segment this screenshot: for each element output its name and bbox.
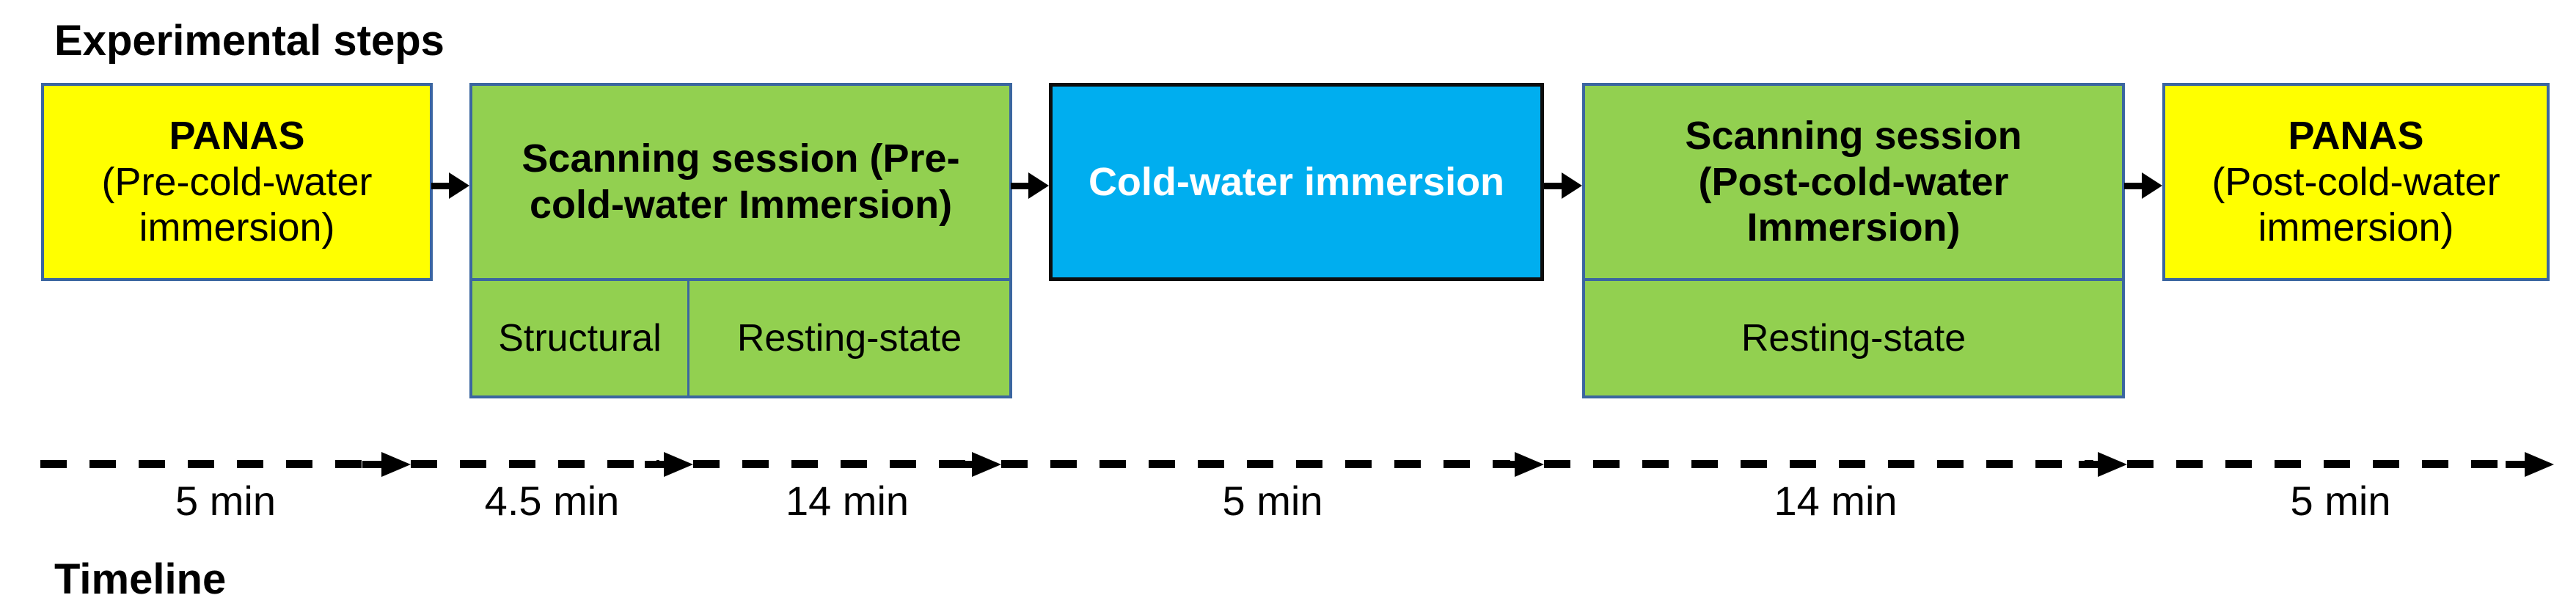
step-subtitle: (Post-cold-water immersion) xyxy=(2211,159,2500,250)
duration-label: 14 min xyxy=(785,478,910,524)
timeline-dashed-line xyxy=(693,460,967,468)
timeline-arrowhead-icon xyxy=(381,452,411,477)
timeline-segment xyxy=(2127,452,2554,477)
duration-label: 14 min xyxy=(1774,478,1898,524)
arrow-shaft xyxy=(431,183,452,189)
figure-title: Experimental steps xyxy=(54,17,444,65)
timeline-dashed-line xyxy=(2127,460,2520,468)
timeline-arrow-shaft xyxy=(645,461,667,468)
arrow-head xyxy=(1028,172,1049,199)
timeline-axis xyxy=(40,452,2554,477)
timeline-dashed-line xyxy=(411,460,659,468)
timeline-segment xyxy=(693,452,1001,477)
sub-box-resting-state: Resting-state xyxy=(736,317,962,360)
timeline-arrowhead-icon xyxy=(2525,452,2554,477)
step-box-scanning-post: Scanning session (Post-cold-water Immers… xyxy=(1582,83,2125,281)
scanning-pre-sub-boxes: Structural Resting-state xyxy=(469,278,1012,398)
sub-box-structural: Structural xyxy=(472,281,689,395)
arrow-head xyxy=(1562,172,1582,199)
step-title: PANAS xyxy=(2288,114,2424,158)
timeline-dashed-line xyxy=(40,460,377,468)
step-subtitle: (Pre-cold-water immersion) xyxy=(101,159,373,250)
timeline-dashed-line xyxy=(1001,460,1510,468)
step-box-panas-pre: PANAS (Pre-cold-water immersion) xyxy=(41,83,433,281)
arrow-head xyxy=(449,172,469,199)
sub-box-resting-state: Resting-state xyxy=(1741,317,1966,360)
duration-label: 4.5 min xyxy=(484,478,620,524)
duration-label: 5 min xyxy=(1222,478,1323,524)
step-title: Cold-water immersion xyxy=(1088,159,1505,204)
timeline-caption: Timeline xyxy=(54,555,227,603)
flow-arrow-icon xyxy=(2124,172,2162,199)
timeline-arrowhead-icon xyxy=(972,452,1001,477)
timeline-dashed-line xyxy=(1544,460,2093,468)
arrow-shaft xyxy=(1544,183,1565,189)
timeline-arrow-shaft xyxy=(2506,461,2528,468)
timeline-arrowhead-icon xyxy=(2098,452,2127,477)
step-box-panas-post: PANAS (Post-cold-water immersion) xyxy=(2162,83,2550,281)
timeline-arrow-shaft xyxy=(1496,461,1518,468)
arrow-shaft xyxy=(2124,183,2145,189)
flow-arrow-icon xyxy=(1011,172,1049,199)
timeline-segment xyxy=(1001,452,1544,477)
step-title: Scanning session (Pre-cold-water Immersi… xyxy=(522,136,960,227)
timeline-segment xyxy=(1544,452,2127,477)
timeline-arrowhead-icon xyxy=(1515,452,1544,477)
step-title: Scanning session (Post-cold-water Immers… xyxy=(1685,114,2022,250)
timeline-arrow-shaft xyxy=(362,461,384,468)
duration-label: 5 min xyxy=(2290,478,2391,524)
scanning-post-sub-boxes: Resting-state xyxy=(1582,278,2125,398)
timeline-segment xyxy=(40,452,411,477)
step-title: PANAS xyxy=(169,114,305,158)
flow-arrow-icon xyxy=(431,172,469,199)
timeline-arrow-shaft xyxy=(2079,461,2101,468)
step-box-scanning-pre: Scanning session (Pre-cold-water Immersi… xyxy=(469,83,1012,281)
timeline-segment xyxy=(411,452,693,477)
arrow-head xyxy=(2142,172,2162,199)
duration-label: 5 min xyxy=(175,478,276,524)
timeline-arrow-shaft xyxy=(953,461,975,468)
flow-arrow-icon xyxy=(1544,172,1582,199)
step-box-cold-water-immersion: Cold-water immersion xyxy=(1049,83,1544,281)
arrow-shaft xyxy=(1011,183,1031,189)
timeline-arrowhead-icon xyxy=(664,452,693,477)
